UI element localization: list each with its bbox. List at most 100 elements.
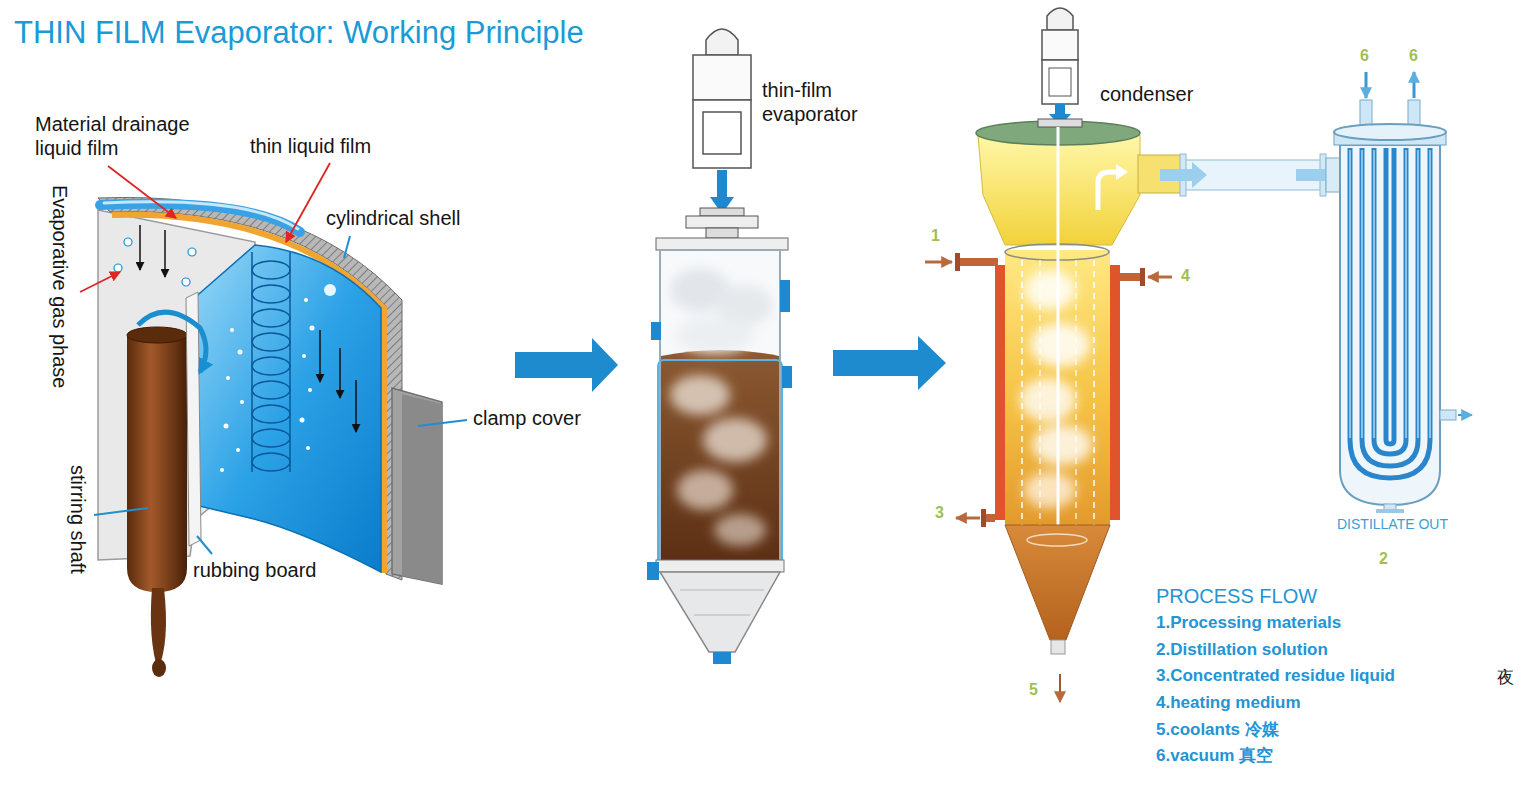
cutaway-illustration	[80, 163, 467, 677]
drainage-film-tube	[100, 204, 300, 232]
vapor-arrow	[1098, 172, 1118, 210]
part-label: Evaporative gas phase	[48, 185, 72, 388]
callout-number: 1	[931, 226, 940, 245]
step-arrow	[515, 338, 618, 392]
feed-pipe	[958, 258, 998, 266]
part-label: Material drainage liquid film	[35, 112, 230, 160]
bubble	[220, 468, 224, 472]
bubble	[304, 298, 308, 302]
condenser-unit	[1326, 72, 1472, 513]
liquid-film	[192, 245, 381, 572]
heating-jacket	[1110, 265, 1120, 520]
helix-turn	[252, 381, 290, 399]
flow-arrow	[355, 380, 357, 432]
tube-highlight	[1417, 150, 1419, 438]
clamp-cover-flange	[392, 388, 442, 584]
tube-highlight	[1429, 150, 1431, 438]
side-port	[1440, 410, 1456, 420]
stirring-shaft-body	[127, 335, 187, 592]
liquid	[661, 350, 779, 561]
vapor-arrow	[1116, 164, 1128, 180]
stray-character: 夜	[1497, 668, 1514, 688]
residue-drip	[151, 588, 166, 670]
flow-arrow	[1148, 276, 1172, 279]
residue-drop	[152, 659, 166, 677]
bottom-cone	[1005, 525, 1110, 640]
flow-arrow	[319, 330, 321, 382]
rotor-ring	[1027, 534, 1087, 546]
coupling	[686, 216, 758, 228]
vapor	[670, 375, 730, 415]
rotor-blade	[1075, 260, 1077, 545]
flow-arrow	[1458, 414, 1472, 416]
flow-arrow	[339, 348, 341, 398]
bubble	[308, 388, 312, 392]
bubble	[238, 350, 243, 355]
bubble	[224, 424, 229, 429]
bottom-cone	[660, 572, 780, 652]
drive-arrow	[717, 170, 727, 198]
outlet-pipe	[985, 514, 995, 522]
vapor	[714, 514, 766, 546]
pipe-flange	[955, 253, 960, 271]
leader-line	[286, 163, 330, 242]
bubble	[114, 264, 122, 272]
top-flange	[656, 238, 788, 250]
tube-highlights	[1350, 150, 1430, 438]
equipment-label: condenser	[1100, 82, 1193, 106]
film-helix	[252, 252, 290, 472]
u-tube	[1362, 148, 1418, 466]
u-tube	[1374, 148, 1406, 454]
nozzle	[651, 322, 661, 340]
equipment-label: thin-film evaporator	[762, 78, 897, 126]
helix-turn	[252, 285, 290, 303]
helix-turn	[252, 261, 290, 279]
helix-turn	[252, 405, 290, 423]
rotor-blade	[1021, 260, 1023, 545]
rotor-blade	[1093, 260, 1095, 545]
evaporator-system	[925, 8, 1341, 702]
vapor	[1024, 270, 1076, 310]
leader-line	[197, 536, 212, 554]
title: THIN FILM Evaporator: Working Principle	[14, 14, 584, 51]
tube-highlight	[1373, 150, 1375, 438]
heating-jacket	[995, 265, 1005, 520]
coupling	[700, 208, 744, 216]
callout-number: 5	[1029, 680, 1038, 699]
vapor	[677, 470, 733, 510]
flow-arrow	[956, 517, 980, 520]
callout-number: 6	[1409, 46, 1418, 65]
step-arrow	[833, 336, 946, 390]
list-item: 3.Concentrated residue liquid	[1156, 666, 1395, 686]
condenser-shell	[1340, 145, 1440, 505]
clamp-cover-face	[402, 394, 442, 584]
list-item: 5.coolants 冷媒	[1156, 720, 1279, 740]
heating-jacket	[658, 360, 782, 568]
vapor	[1024, 472, 1076, 508]
u-tube	[1386, 148, 1394, 444]
nozzle	[782, 366, 792, 388]
vapor-cloud	[670, 268, 773, 546]
list-item: 4.heating medium	[1156, 693, 1301, 713]
bubble	[182, 278, 190, 286]
outlet-flange	[1376, 509, 1404, 513]
vapor-cloud	[1020, 270, 1092, 508]
bubble	[302, 354, 306, 358]
flow-arrow	[1059, 674, 1061, 702]
part-label: thin liquid film	[250, 134, 371, 158]
list-item: 6.vacuum 真空	[1156, 746, 1273, 766]
part-label: stirring shaft	[66, 465, 90, 574]
callout-number: 2	[1379, 549, 1388, 568]
film-bubbles	[220, 284, 336, 472]
list-item: 2.Distillation solution	[1156, 640, 1328, 660]
motor-housing	[1042, 60, 1078, 104]
flow-arrow	[139, 225, 141, 270]
tube-highlight	[1405, 150, 1407, 438]
part-label: rubbing board	[193, 558, 316, 582]
coupling	[1038, 119, 1082, 127]
leader-line	[80, 272, 120, 292]
cone-line	[694, 615, 750, 616]
callout-number: 4	[1181, 266, 1190, 285]
list-heading: PROCESS FLOW	[1156, 584, 1317, 608]
vapor	[1020, 378, 1076, 422]
